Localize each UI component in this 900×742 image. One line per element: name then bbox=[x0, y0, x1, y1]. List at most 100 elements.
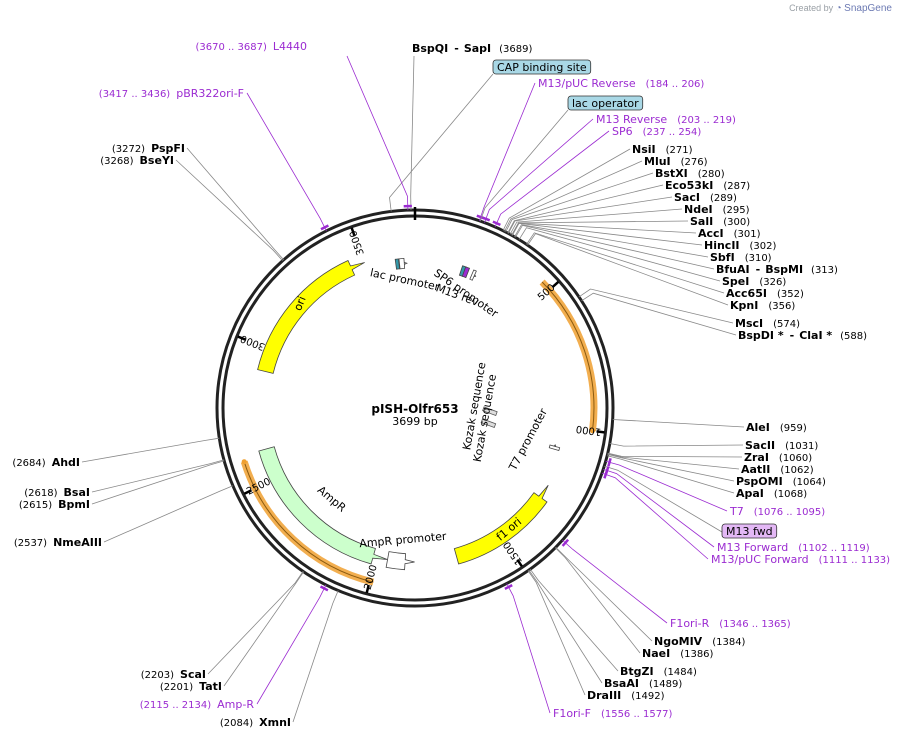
label-name-bsaai: BsaAI bbox=[604, 677, 639, 690]
label-name-pspomi: PspOMI bbox=[736, 475, 783, 488]
tag-text-m13-fwd: M13 fwd bbox=[726, 525, 773, 538]
label-name-f1ori-r: F1ori-R bbox=[670, 617, 710, 630]
watermark-created-by: Created by bbox=[789, 3, 834, 13]
label-pos-aatii: (1062) bbox=[780, 465, 813, 476]
leader-sp6-5 bbox=[494, 130, 610, 228]
label-pos-acci: (301) bbox=[734, 229, 761, 240]
label-name-apai: ApaI bbox=[736, 487, 764, 500]
primer-site-m13-puc-reverse: M13/pUC Reverse(184 .. 206) bbox=[538, 77, 704, 90]
feature-cap-binding-site bbox=[394, 258, 401, 270]
feature-label-ori: ori bbox=[291, 294, 308, 312]
leader-f1ori-r-32 bbox=[562, 539, 668, 624]
leader-f1ori-f-38 bbox=[506, 583, 551, 714]
tick-label-2000: 2000 bbox=[363, 564, 380, 591]
label-name-nmeaiii: NmeAIII bbox=[53, 536, 102, 549]
tick-2000 bbox=[365, 584, 370, 594]
snapgene-watermark: Created by ◔ SnapGene bbox=[789, 3, 892, 14]
enzyme-site-ndei: NdeI(295) bbox=[684, 203, 750, 216]
leader-bsai-45 bbox=[91, 459, 225, 493]
label-name-acc65i: Acc65I bbox=[726, 287, 767, 300]
leader-m13-puc-forward-31 bbox=[601, 472, 709, 560]
feature-ori bbox=[257, 259, 365, 374]
enzyme-site-msci: MscI(574) bbox=[735, 317, 800, 330]
label-pos-m13-puc-forward: (1111 .. 1133) bbox=[819, 555, 891, 566]
leader-t7-28 bbox=[605, 460, 728, 512]
leader-lac-operator-3 bbox=[479, 109, 569, 222]
enzyme-site-naei: NaeI(1386) bbox=[642, 647, 714, 660]
enzyme-site-scai: ScaI(2203) bbox=[141, 668, 206, 681]
label-pos-acc65i: (352) bbox=[777, 289, 804, 300]
label-pos-bpmi: (2615) bbox=[19, 500, 52, 511]
label-pos-bsaai: (1489) bbox=[649, 679, 682, 690]
leader-apai-27 bbox=[607, 455, 735, 494]
primer-site-t7: T7(1076 .. 1095) bbox=[729, 505, 825, 518]
enzyme-site-bstxi: BstXI (280) bbox=[655, 167, 725, 180]
feature-t7-promoter bbox=[548, 444, 561, 452]
tick-500 bbox=[551, 280, 560, 289]
label-name-btgzi: BtgZI bbox=[620, 665, 654, 678]
label-pos-alei: (959) bbox=[780, 423, 807, 434]
label-pos-pspfi: (3272) bbox=[112, 144, 145, 155]
label-name-ndei: NdeI bbox=[684, 203, 713, 216]
primer-site-f1ori-r: F1ori-R(1346 .. 1365) bbox=[670, 617, 791, 630]
label-pos-l4440: (3670 .. 3687) bbox=[195, 42, 267, 53]
label-sep-bspdi: - bbox=[790, 329, 795, 342]
label-pos-scai: (2203) bbox=[141, 670, 174, 681]
enzyme-site-bspqi: BspQI-SapI(3689) bbox=[412, 42, 532, 55]
enzyme-site-aatii: AatII(1062) bbox=[741, 463, 814, 476]
label-pos-xmni: (2084) bbox=[220, 718, 253, 729]
enzyme-site-pspomi: PspOMI(1064) bbox=[736, 475, 826, 488]
label-name-sacii: SacII bbox=[745, 439, 775, 452]
label-pos-sp6: (237 .. 254) bbox=[643, 127, 702, 138]
enzyme-site-acc65i: Acc65I (352) bbox=[726, 287, 804, 300]
leader-l4440-50 bbox=[346, 55, 409, 211]
plasmid-size: 3699 bp bbox=[392, 415, 437, 428]
leader-pspfi-48 bbox=[186, 147, 284, 261]
label-pos-sbfi: (310) bbox=[745, 253, 772, 264]
label-name-ngomiv: NgoMIV bbox=[654, 635, 703, 648]
label-pos-zrai: (1060) bbox=[779, 453, 812, 464]
leader-bstxi-8 bbox=[505, 172, 654, 233]
feature-sp6-promoter bbox=[469, 269, 477, 281]
tick-label-1500: 1500 bbox=[502, 539, 525, 566]
leader-spei-17 bbox=[518, 227, 721, 282]
label-pos-kpni: (356) bbox=[768, 301, 795, 312]
label-pos-m13-puc-reverse: (184 .. 206) bbox=[646, 79, 705, 90]
label-pos-bstxi: (280) bbox=[698, 169, 725, 180]
tick-3500 bbox=[350, 227, 356, 236]
label-name-bstxi: BstXI bbox=[655, 167, 688, 180]
label-pos-t7: (1076 .. 1095) bbox=[754, 507, 826, 518]
plasmid-name: pISH-Olfr653 bbox=[371, 402, 458, 416]
label-pos-saci: (289) bbox=[710, 193, 737, 204]
leader-eco53ki-9 bbox=[507, 184, 664, 234]
label-pos-mlui: (276) bbox=[681, 157, 708, 168]
leader-bsaai-36 bbox=[528, 569, 603, 684]
enzyme-site-btgzi: BtgZI (1484) bbox=[620, 665, 697, 678]
label-name-m13-reverse: M13 Reverse bbox=[596, 113, 667, 126]
label-pos-bseyi: (3268) bbox=[100, 156, 133, 167]
leader-zrai-24 bbox=[607, 452, 743, 458]
tag-box-lac-operator bbox=[567, 95, 644, 111]
feature-f1-ori bbox=[453, 484, 549, 565]
label-pos-m13-reverse: (203 .. 219) bbox=[677, 115, 736, 126]
kozak-box-0 bbox=[482, 406, 498, 416]
label-name-bseyi: BseYI bbox=[140, 154, 174, 167]
label-name-bsai: BsaI bbox=[64, 486, 90, 499]
enzyme-site-ahdi: AhdI(2684) bbox=[12, 456, 80, 469]
kozak-box-1 bbox=[480, 418, 497, 428]
label-name2-sapi: SapI bbox=[464, 42, 491, 55]
tag-box-cap-binding-site bbox=[492, 59, 592, 75]
label-name-pspfi: PspFI bbox=[151, 142, 185, 155]
enzyme-site-sbfi: SbfI(310) bbox=[710, 251, 772, 264]
label-pos-sacii: (1031) bbox=[785, 441, 818, 452]
label-name-sp6: SP6 bbox=[612, 125, 633, 138]
label-pos-btgzi: (1484) bbox=[664, 667, 697, 678]
primer-site-l4440: L4440(3670 .. 3687) bbox=[195, 40, 307, 53]
label-name-f1ori-f: F1ori-F bbox=[553, 707, 591, 720]
primer-site-m13-reverse: M13 Reverse (203 .. 219) bbox=[596, 113, 736, 126]
label-sep-bfuai: - bbox=[756, 263, 761, 276]
primer-site-amp-r: Amp-R(2115 .. 2134) bbox=[140, 698, 255, 711]
label-name-kpni: KpnI bbox=[730, 299, 758, 312]
feature-tag-m13-fwd: M13 fwd bbox=[721, 523, 778, 539]
